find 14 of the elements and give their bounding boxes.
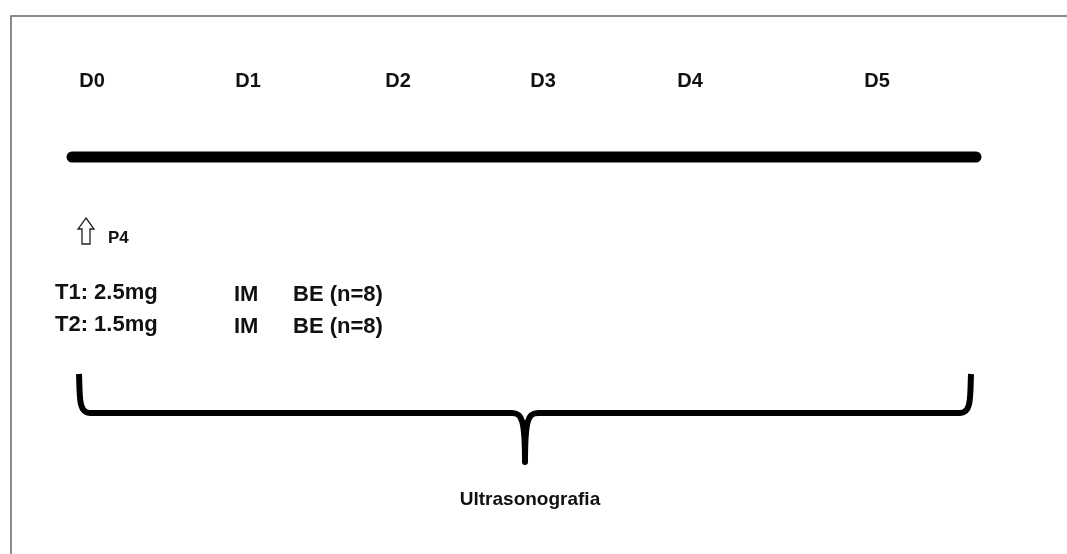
bracket-label: Ultrasonografia: [459, 488, 601, 508]
day-label: D0: [79, 70, 105, 90]
event-label: P4: [108, 228, 129, 246]
day-label: D3: [530, 70, 556, 90]
day-label: D5: [864, 70, 890, 90]
day-label: D2: [385, 70, 411, 90]
treatment-text: IM: [234, 315, 259, 337]
treatment-text: BE (n=8): [293, 315, 383, 337]
day-label: D4: [677, 70, 703, 90]
treatment-text: BE (n=8): [293, 283, 383, 305]
treatment-text: IM: [234, 283, 259, 305]
day-label: D1: [235, 70, 261, 90]
treatment-text: T1: 2.5mg: [55, 281, 158, 303]
treatment-text: T2: 1.5mg: [55, 313, 158, 335]
